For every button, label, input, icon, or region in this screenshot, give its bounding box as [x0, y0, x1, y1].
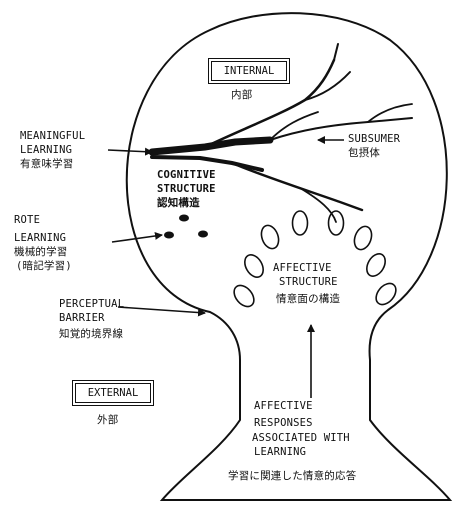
affective-responses-line4: LEARNING: [254, 446, 306, 459]
external-box: EXTERNAL: [72, 380, 154, 406]
internal-label: INTERNAL: [211, 61, 287, 81]
rote-jp1: 機械的学習: [14, 246, 68, 259]
affective-structure-jp: 情意面の構造: [276, 293, 340, 306]
subsumer-line1: SUBSUMER: [348, 133, 400, 146]
perceptual-jp: 知覚的境界線: [59, 328, 123, 341]
affective-responses-line2: RESPONSES: [254, 417, 313, 430]
rote-jp2: (暗記学習): [16, 260, 72, 273]
internal-jp: 内部: [231, 89, 252, 102]
meaningful-arrow: [108, 150, 152, 152]
affective-responses-line3: ASSOCIATED WITH: [252, 432, 350, 445]
rote-blob: [164, 232, 174, 239]
subsumer-jp: 包摂体: [348, 147, 380, 160]
meaningful-line2: LEARNING: [20, 144, 72, 157]
rote-line2: LEARNING: [14, 232, 66, 245]
perceptual-line1: PERCEPTUAL: [59, 298, 124, 311]
affective-structure-line1: AFFECTIVE: [273, 262, 332, 275]
rote-blob: [198, 231, 208, 238]
affective-responses-jp: 学習に関連した情意的応答: [228, 470, 356, 483]
affective-responses-line1: AFFECTIVE: [254, 400, 313, 413]
meaningful-jp: 有意味学習: [20, 158, 74, 171]
perceptual-arrow: [118, 307, 205, 313]
cognitive-line2: STRUCTURE: [157, 183, 216, 196]
cognitive-line1: COGNITIVE: [157, 169, 216, 182]
rote-blob: [179, 215, 189, 222]
meaningful-line1: MEANINGFUL: [20, 130, 85, 143]
affective-structure-line2: STRUCTURE: [279, 276, 338, 289]
internal-box: INTERNAL: [208, 58, 290, 84]
external-jp: 外部: [97, 414, 118, 427]
rote-line1: ROTE: [14, 214, 40, 227]
external-label: EXTERNAL: [75, 383, 151, 403]
cognitive-jp: 認知構造: [157, 197, 200, 210]
cognitive-trunk: [152, 140, 270, 152]
perceptual-line2: BARRIER: [59, 312, 105, 325]
